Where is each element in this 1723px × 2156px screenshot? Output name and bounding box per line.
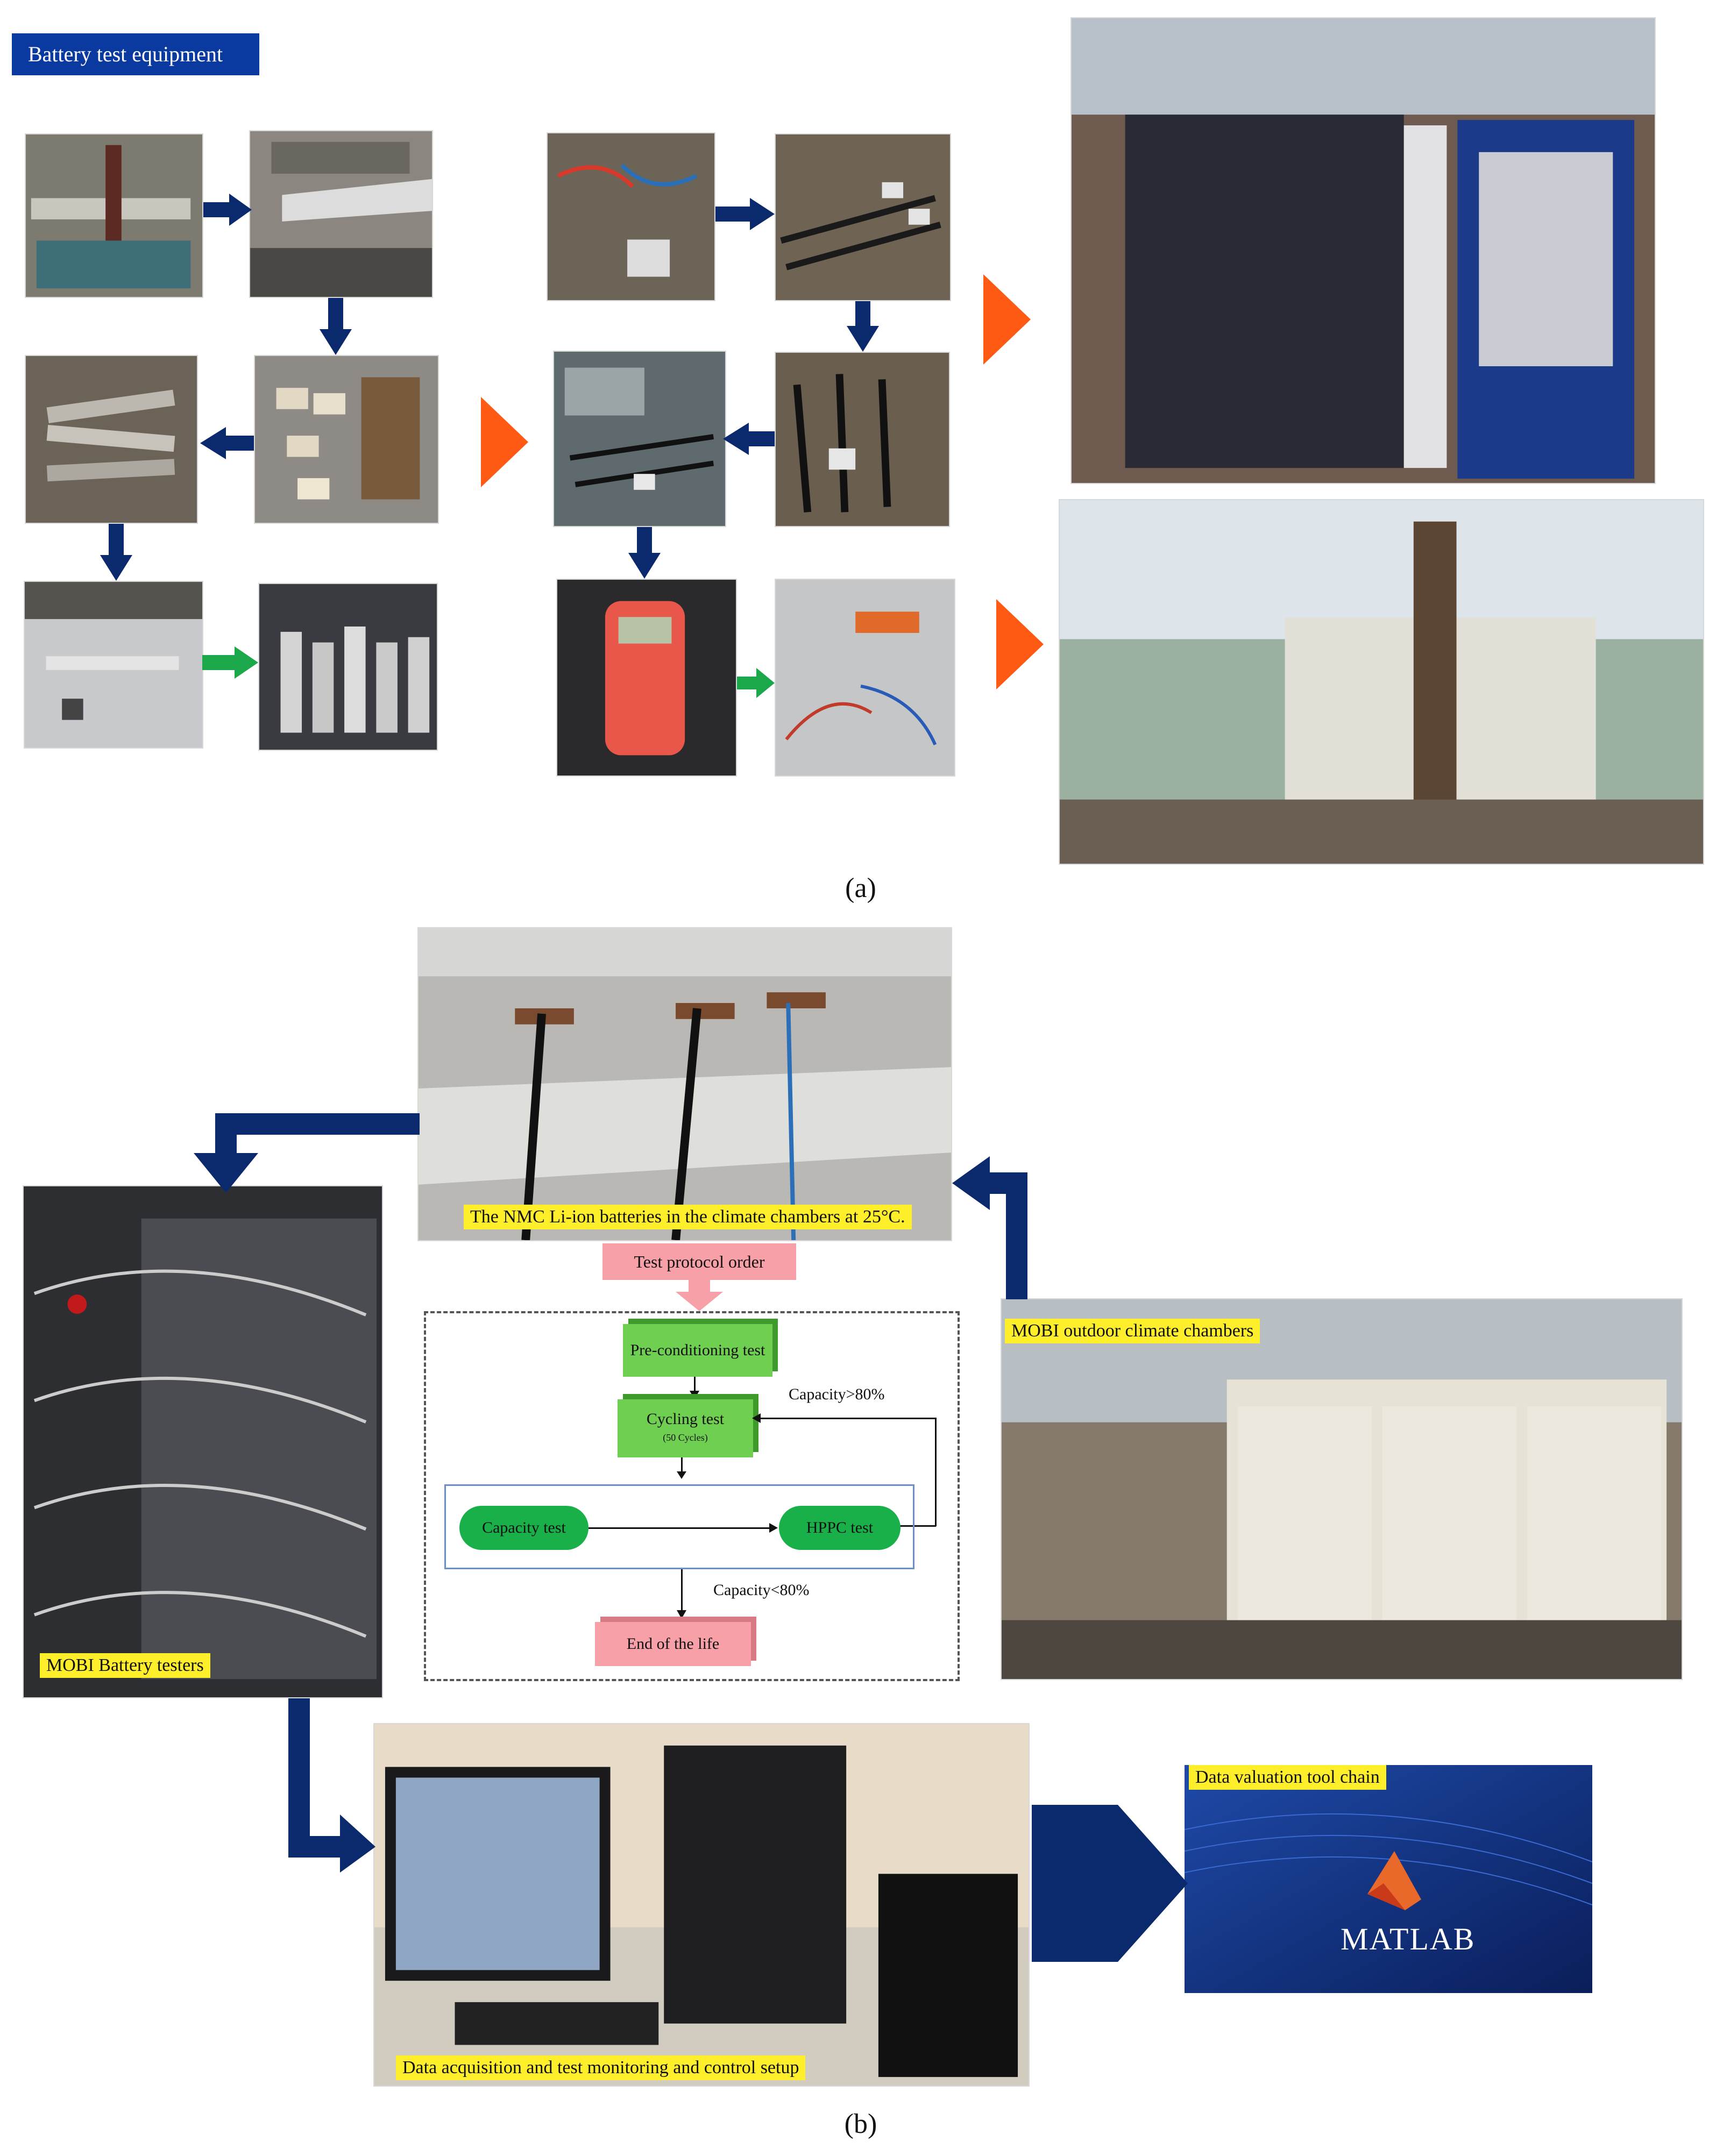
battery-test-equipment-title: Battery test equipment bbox=[12, 33, 259, 75]
loop-line-top bbox=[758, 1418, 936, 1419]
preconditioning-box: Pre-conditioning test bbox=[623, 1324, 772, 1377]
outdoor-chambers-caption: MOBI outdoor climate chambers bbox=[1005, 1319, 1260, 1343]
arrow-left-2 bbox=[723, 421, 775, 457]
data-acquisition-caption: Data acquisition and test monitoring and… bbox=[396, 2055, 806, 2080]
photo-black-cables bbox=[775, 352, 950, 527]
arrow-orange-center bbox=[481, 397, 528, 487]
preconditioning-label: Pre-conditioning test bbox=[630, 1341, 765, 1359]
line-cycle-to-inner bbox=[681, 1457, 683, 1474]
arrow-down-2 bbox=[99, 524, 133, 581]
photo-assembled-terminals bbox=[258, 583, 438, 751]
photo-outdoor-climate-chambers: MOBI outdoor climate chambers bbox=[1001, 1298, 1683, 1680]
arrowhead-inner-to-end bbox=[677, 1610, 686, 1619]
protocol-dashed-frame bbox=[424, 1311, 960, 1681]
arrowhead-loop bbox=[752, 1413, 761, 1423]
photo-wire-connectors bbox=[775, 133, 951, 301]
arrow-right-green-1 bbox=[202, 645, 258, 680]
arrow-testers-to-acquisition bbox=[288, 1698, 375, 1873]
photo-aluminum-strips bbox=[25, 355, 198, 524]
loop-line-bottom bbox=[899, 1525, 936, 1527]
photo-wire-tools bbox=[775, 579, 955, 777]
cycling-box: Cycling test (50 Cycles) bbox=[618, 1399, 753, 1457]
panel-label-a: (a) bbox=[845, 873, 876, 903]
line-pre-to-cycle bbox=[694, 1377, 696, 1393]
arrow-orange-top-right bbox=[983, 274, 1031, 365]
photo-indoor-climate-chamber bbox=[1070, 17, 1656, 484]
panel-label-b: (b) bbox=[844, 2109, 877, 2139]
arrow-right-2 bbox=[715, 196, 775, 232]
capacity-gt-note: Capacity>80% bbox=[789, 1385, 885, 1403]
arrow-orange-bottom-right bbox=[996, 599, 1044, 689]
arrowhead-pre-to-cycle bbox=[690, 1391, 699, 1399]
photo-outdoor-chambers-a bbox=[1059, 499, 1704, 865]
photo-cable-assembly bbox=[553, 351, 726, 527]
arrow-protocol-down bbox=[676, 1280, 723, 1311]
photo-cut-blocks bbox=[254, 355, 439, 524]
hppc-test-oval: HPPC test bbox=[779, 1506, 901, 1550]
arrowhead-cycle-to-inner bbox=[677, 1471, 686, 1479]
data-valuation-caption: Data valuation tool chain bbox=[1189, 1765, 1386, 1790]
arrow-down-4 bbox=[627, 527, 662, 579]
capacity-hppc-frame bbox=[444, 1484, 914, 1569]
arrow-outdoor-to-nmc bbox=[952, 1151, 1049, 1299]
arrow-left-1 bbox=[200, 425, 254, 461]
nmc-caption: The NMC Li-ion batteries in the climate … bbox=[464, 1205, 912, 1229]
arrow-down-3 bbox=[846, 301, 880, 352]
photo-bandsaw-cutting bbox=[249, 130, 433, 298]
photo-data-acquisition: Data acquisition and test monitoring and… bbox=[373, 1723, 1030, 2087]
photo-matlab: Data valuation tool chain MATLAB bbox=[1185, 1765, 1592, 1993]
photo-workbench-parts bbox=[24, 581, 203, 749]
arrow-right-green-2 bbox=[737, 668, 775, 698]
arrow-down-1 bbox=[318, 298, 353, 355]
photo-battery-testers: MOBI Battery testers bbox=[23, 1185, 383, 1698]
capacity-test-label: Capacity test bbox=[482, 1519, 566, 1536]
battery-testers-caption: MOBI Battery testers bbox=[40, 1653, 210, 1678]
cycling-label: Cycling test bbox=[646, 1410, 725, 1428]
line-capacity-to-hppc bbox=[588, 1527, 771, 1529]
matlab-logo-text: MATLAB bbox=[1341, 1922, 1476, 1956]
cycling-sublabel: (50 Cycles) bbox=[663, 1432, 708, 1443]
test-protocol-header: Test protocol order bbox=[602, 1243, 796, 1280]
arrow-nmc-to-testers bbox=[194, 1097, 420, 1194]
line-inner-to-end bbox=[681, 1569, 683, 1612]
capacity-test-oval: Capacity test bbox=[459, 1506, 588, 1550]
hppc-test-label: HPPC test bbox=[806, 1519, 874, 1536]
photo-cutting-aluminum bbox=[25, 133, 203, 298]
end-of-life-box: End of the life bbox=[595, 1622, 751, 1666]
end-of-life-label: End of the life bbox=[626, 1635, 720, 1653]
photo-nmc-batteries: The NMC Li-ion batteries in the climate … bbox=[417, 927, 952, 1241]
arrow-right-1 bbox=[203, 191, 252, 228]
arrowhead-capacity-to-hppc bbox=[769, 1523, 778, 1533]
loop-line-right bbox=[935, 1418, 937, 1526]
capacity-lt-note: Capacity<80% bbox=[713, 1581, 810, 1599]
photo-label-printer bbox=[556, 579, 737, 777]
arrow-acquisition-to-matlab bbox=[1032, 1805, 1188, 1962]
photo-wire-leads bbox=[547, 132, 715, 301]
